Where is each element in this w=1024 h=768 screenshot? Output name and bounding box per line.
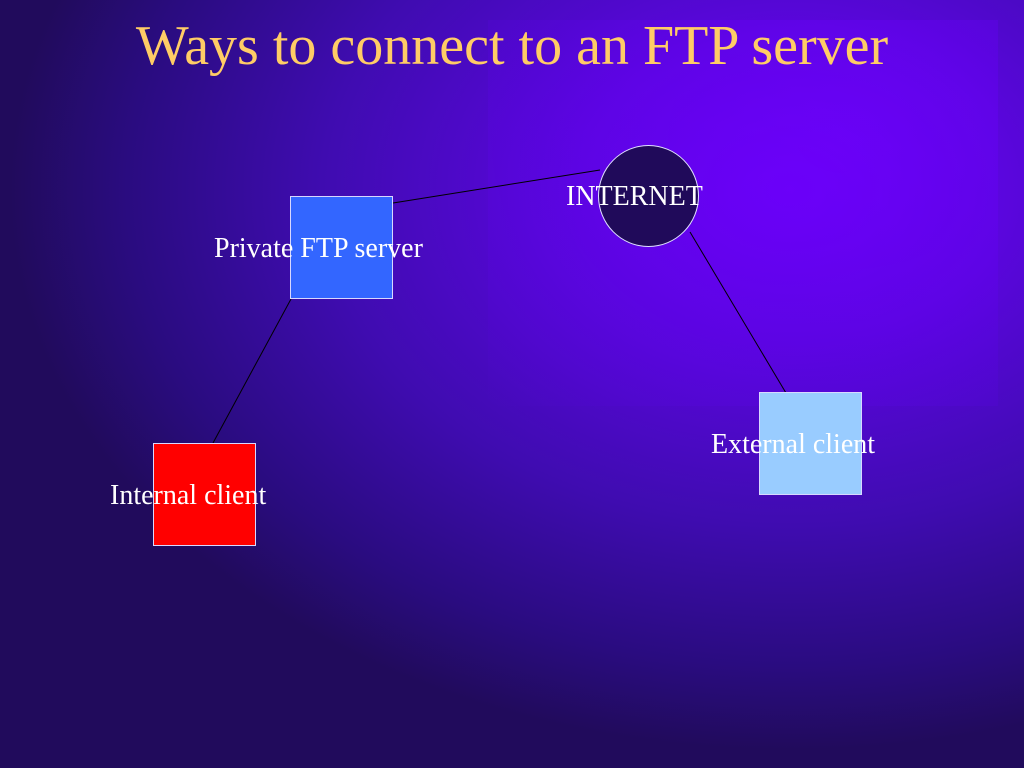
private-ftp-server-node: [290, 196, 393, 299]
internet-label: INTERNET: [566, 181, 703, 212]
internal-client-node: [153, 443, 256, 546]
internal-client-label: Internal client: [110, 480, 267, 511]
external-client-node: [759, 392, 862, 495]
slide-title: Ways to connect to an FTP server: [135, 15, 889, 77]
external-client-label: External client: [711, 429, 876, 460]
edge-internet-to-external-client: [689, 231, 787, 394]
private-ftp-server-label: Private FTP server: [214, 233, 423, 264]
edge-private-server-to-internet: [392, 169, 601, 204]
edge-private-server-to-internal-client: [212, 298, 292, 444]
internet-node: [598, 145, 699, 247]
background-highlight: [488, 20, 998, 406]
